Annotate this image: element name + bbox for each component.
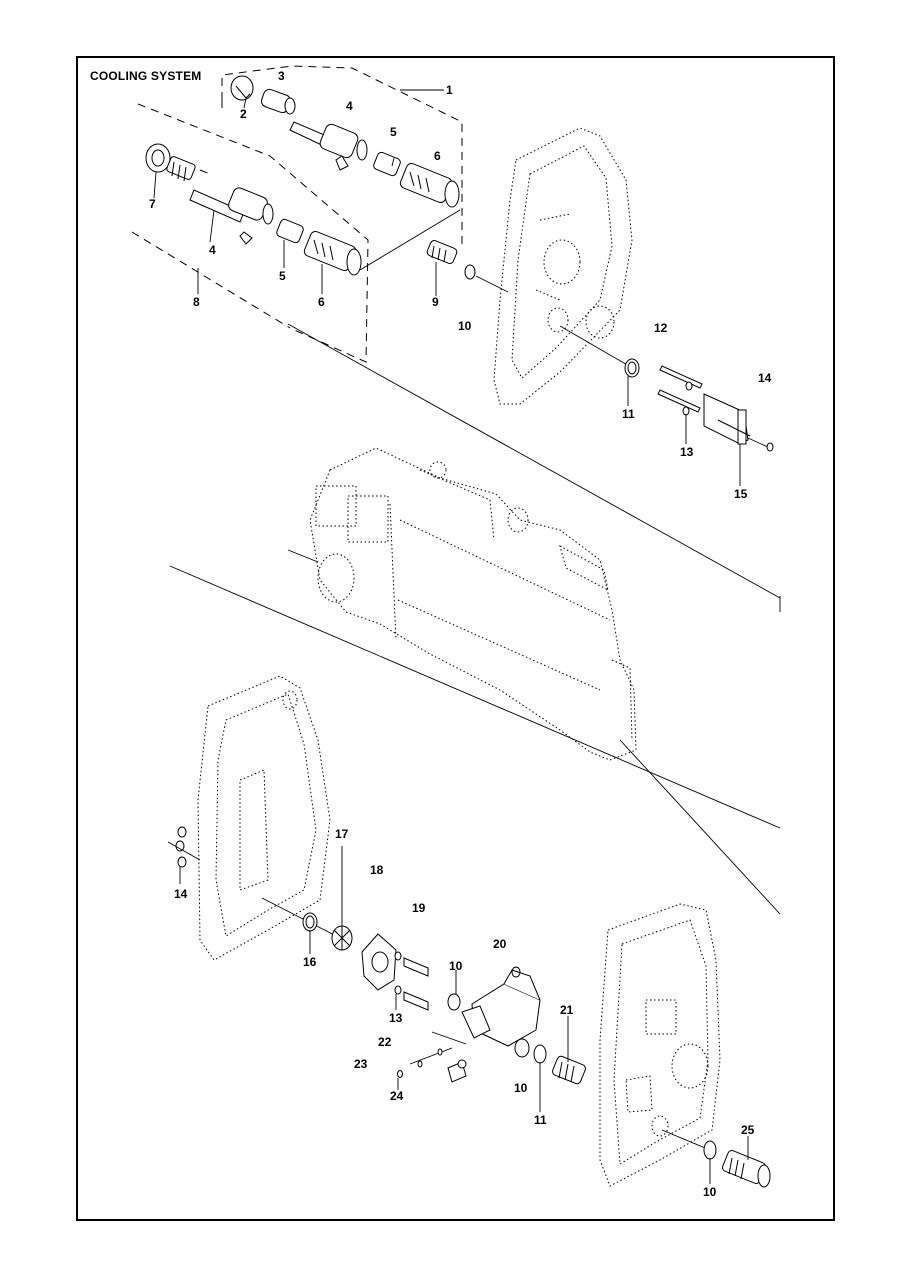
o-ring-11-lower xyxy=(533,1044,547,1064)
fitting-3 xyxy=(260,88,296,115)
part-label: 17 xyxy=(335,827,349,841)
part-label: 23 xyxy=(354,1057,368,1071)
page-title: COOLING SYSTEM xyxy=(90,69,202,83)
part-label: 24 xyxy=(390,1089,404,1103)
part-label: 15 xyxy=(734,487,748,501)
fitting-25 xyxy=(722,1150,771,1188)
hose-4-lower xyxy=(189,187,274,245)
part-number-labels: 1 2 3 4 5 6 7 4 5 6 8 9 10 11 12 13 14 1… xyxy=(149,69,772,1199)
seal-10-pump xyxy=(447,993,461,1011)
group-outline-8 xyxy=(131,103,369,363)
part-label: 21 xyxy=(560,1003,574,1017)
part-label: 18 xyxy=(370,863,384,877)
part-label: 8 xyxy=(193,295,200,309)
cover-plate-right xyxy=(599,903,771,1188)
part-label: 12 xyxy=(654,321,668,335)
coupling-6-upper xyxy=(399,162,460,208)
part-label: 10 xyxy=(458,319,472,333)
part-label: 14 xyxy=(758,371,772,385)
fitting-7 xyxy=(145,143,196,182)
pump-assembly xyxy=(302,912,586,1085)
part-label: 10 xyxy=(703,1185,717,1199)
bracket-assembly-14 xyxy=(657,365,774,452)
part-label: 4 xyxy=(346,99,353,113)
leader-lines xyxy=(153,89,749,1184)
part-label: 10 xyxy=(449,959,463,973)
part-label: 6 xyxy=(434,149,441,163)
part-label: 20 xyxy=(493,937,507,951)
part-label: 2 xyxy=(240,107,247,121)
part-label: 1 xyxy=(446,83,453,97)
part-label: 13 xyxy=(389,1011,403,1025)
pump-body-20 xyxy=(461,966,541,1047)
fitting-5-upper xyxy=(373,151,401,177)
part-label: 22 xyxy=(378,1035,392,1049)
seal-10-outlet xyxy=(703,1140,717,1160)
part-label: 5 xyxy=(279,269,286,283)
hose-4-upper xyxy=(289,121,368,171)
seal-10-lower xyxy=(514,1038,530,1058)
cover-plate-left xyxy=(167,675,345,961)
radiator-plate-12 xyxy=(493,127,640,405)
part-label: 16 xyxy=(303,955,317,969)
coupling-6-lower xyxy=(303,230,362,276)
impeller-17 xyxy=(331,925,353,951)
fitting-5-lower xyxy=(276,218,304,244)
part-label: 4 xyxy=(209,243,216,257)
part-label: 10 xyxy=(514,1081,528,1095)
part-label: 7 xyxy=(149,197,156,211)
part-label: 5 xyxy=(390,125,397,139)
hose-clamp-2 xyxy=(230,75,254,101)
part-label: 14 xyxy=(174,887,188,901)
part-label: 11 xyxy=(622,407,635,421)
group-outline-1 xyxy=(221,65,463,248)
engine-block xyxy=(169,323,781,915)
part-label: 25 xyxy=(741,1123,755,1137)
upper-fittings-group xyxy=(131,65,509,363)
part-label: 11 xyxy=(534,1113,547,1127)
fitting-9 xyxy=(426,240,458,264)
drawing-frame xyxy=(76,56,835,1221)
part-label: 9 xyxy=(432,295,439,309)
part-label: 3 xyxy=(278,69,285,83)
seal-10-upper xyxy=(464,264,476,280)
o-ring-11-upper xyxy=(624,358,640,378)
part-label: 13 xyxy=(680,445,694,459)
part-label: 6 xyxy=(318,295,325,309)
pump-cover-18 xyxy=(361,933,397,991)
part-label: 19 xyxy=(412,901,426,915)
fitting-21 xyxy=(552,1055,586,1085)
